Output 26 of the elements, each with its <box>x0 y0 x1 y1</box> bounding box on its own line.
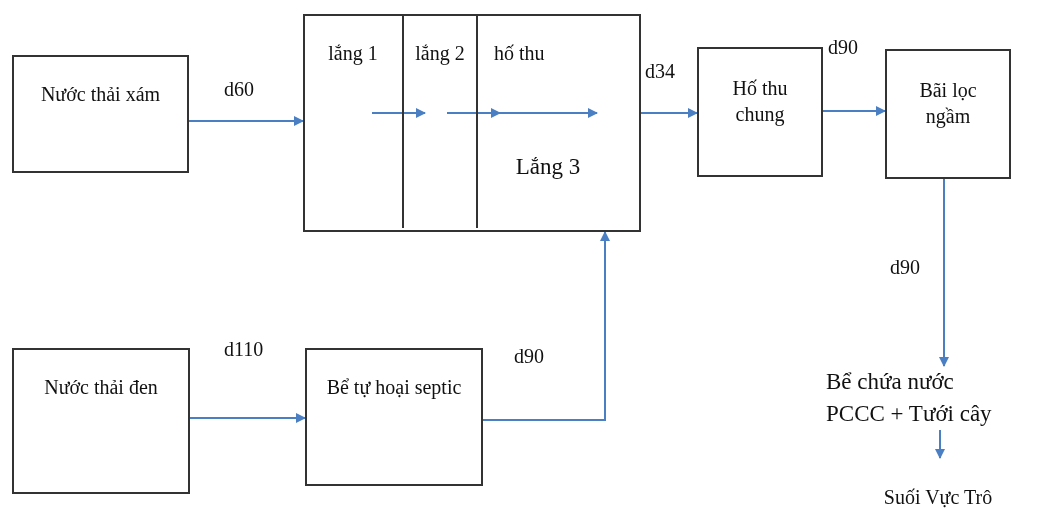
arrow <box>371 108 426 118</box>
node-label: Hố thu chung <box>731 76 789 127</box>
process-box <box>12 55 189 173</box>
node-label: Suối Vực Trô <box>882 485 994 509</box>
arrow <box>640 108 698 118</box>
node-label: lắng 1 <box>327 41 379 66</box>
arrow <box>446 108 501 118</box>
node-label: hố thu <box>494 41 546 66</box>
tank-box <box>303 14 641 232</box>
arrow <box>935 429 945 459</box>
arrow <box>189 413 306 423</box>
node-label: lắng 2 <box>414 41 466 66</box>
node-label: Bể chứa nước PCCC + Tưới cây <box>826 368 993 428</box>
arrow <box>188 116 304 126</box>
process-box <box>885 49 1011 179</box>
node-label: Nước thải đen <box>43 375 159 400</box>
process-box <box>697 47 823 177</box>
node-label: Bãi lọc ngầm <box>918 78 978 129</box>
node-label: Bể tự hoại septic <box>325 375 463 400</box>
process-box <box>305 348 483 486</box>
process-box <box>12 348 190 494</box>
arrow <box>482 231 610 421</box>
node-label: Nước thải xám <box>39 82 162 107</box>
arrow <box>939 178 949 367</box>
arrow <box>822 106 886 116</box>
node-sublabel: Lắng 3 <box>514 154 582 180</box>
